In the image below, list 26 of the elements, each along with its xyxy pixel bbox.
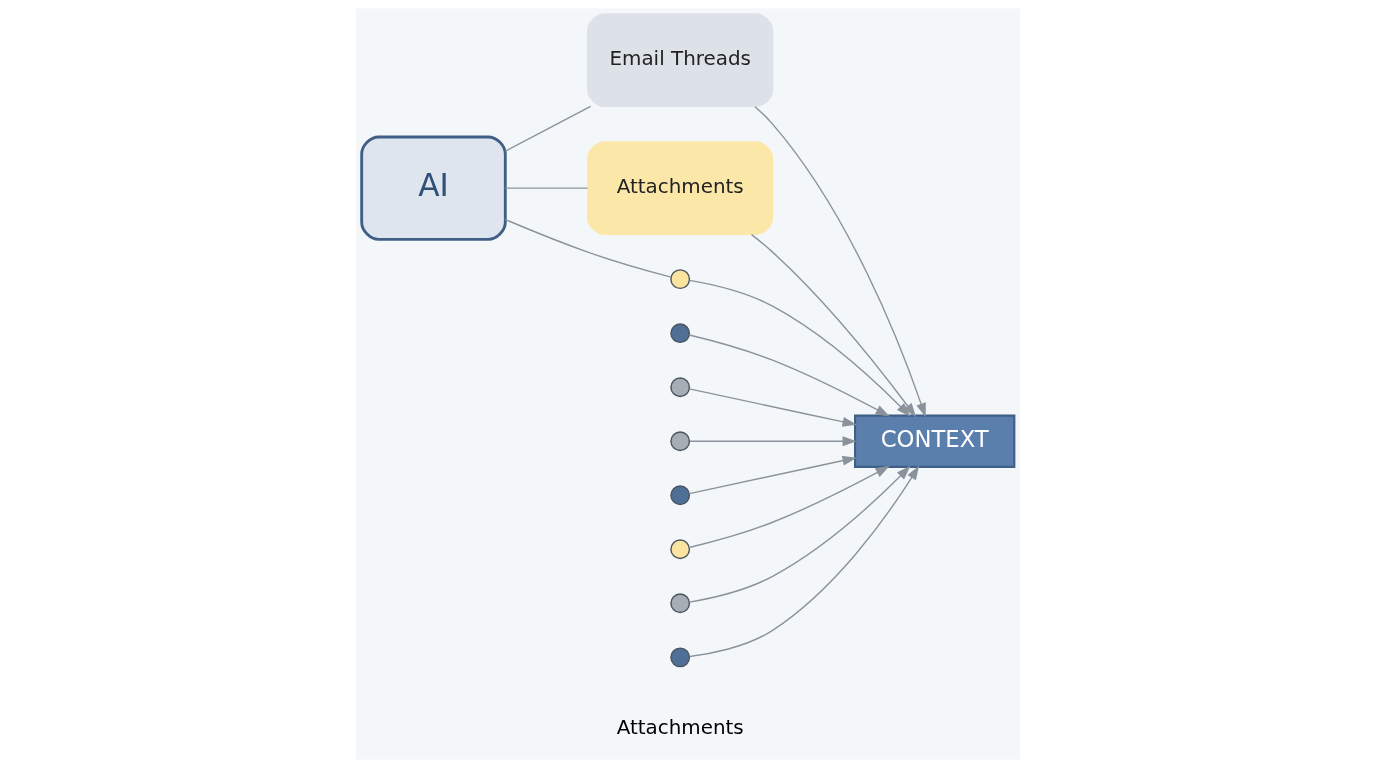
node-circle [670,539,691,560]
arrow [750,233,917,418]
arrow [754,106,926,418]
node-circle [670,593,691,614]
node-circle [670,269,691,290]
arrow [689,465,920,658]
arrow [688,455,857,495]
arrow [688,334,890,417]
arrow [688,465,911,603]
connector [504,187,589,189]
arrow [688,465,890,549]
node-box: Email Threads [587,13,774,108]
node-circle [670,377,691,398]
connector [504,105,592,152]
node-circle [670,485,691,506]
node-circle [670,647,691,668]
node-circle [670,323,691,344]
node-circle [670,431,691,452]
arrow [689,436,857,447]
arrow [688,388,857,427]
label: Attachments [616,715,744,739]
connector [504,218,672,278]
node-box: Attachments [587,141,774,236]
arrow [688,279,911,417]
node-box: CONTEXT [854,414,1016,468]
node-box: AI [360,135,507,241]
